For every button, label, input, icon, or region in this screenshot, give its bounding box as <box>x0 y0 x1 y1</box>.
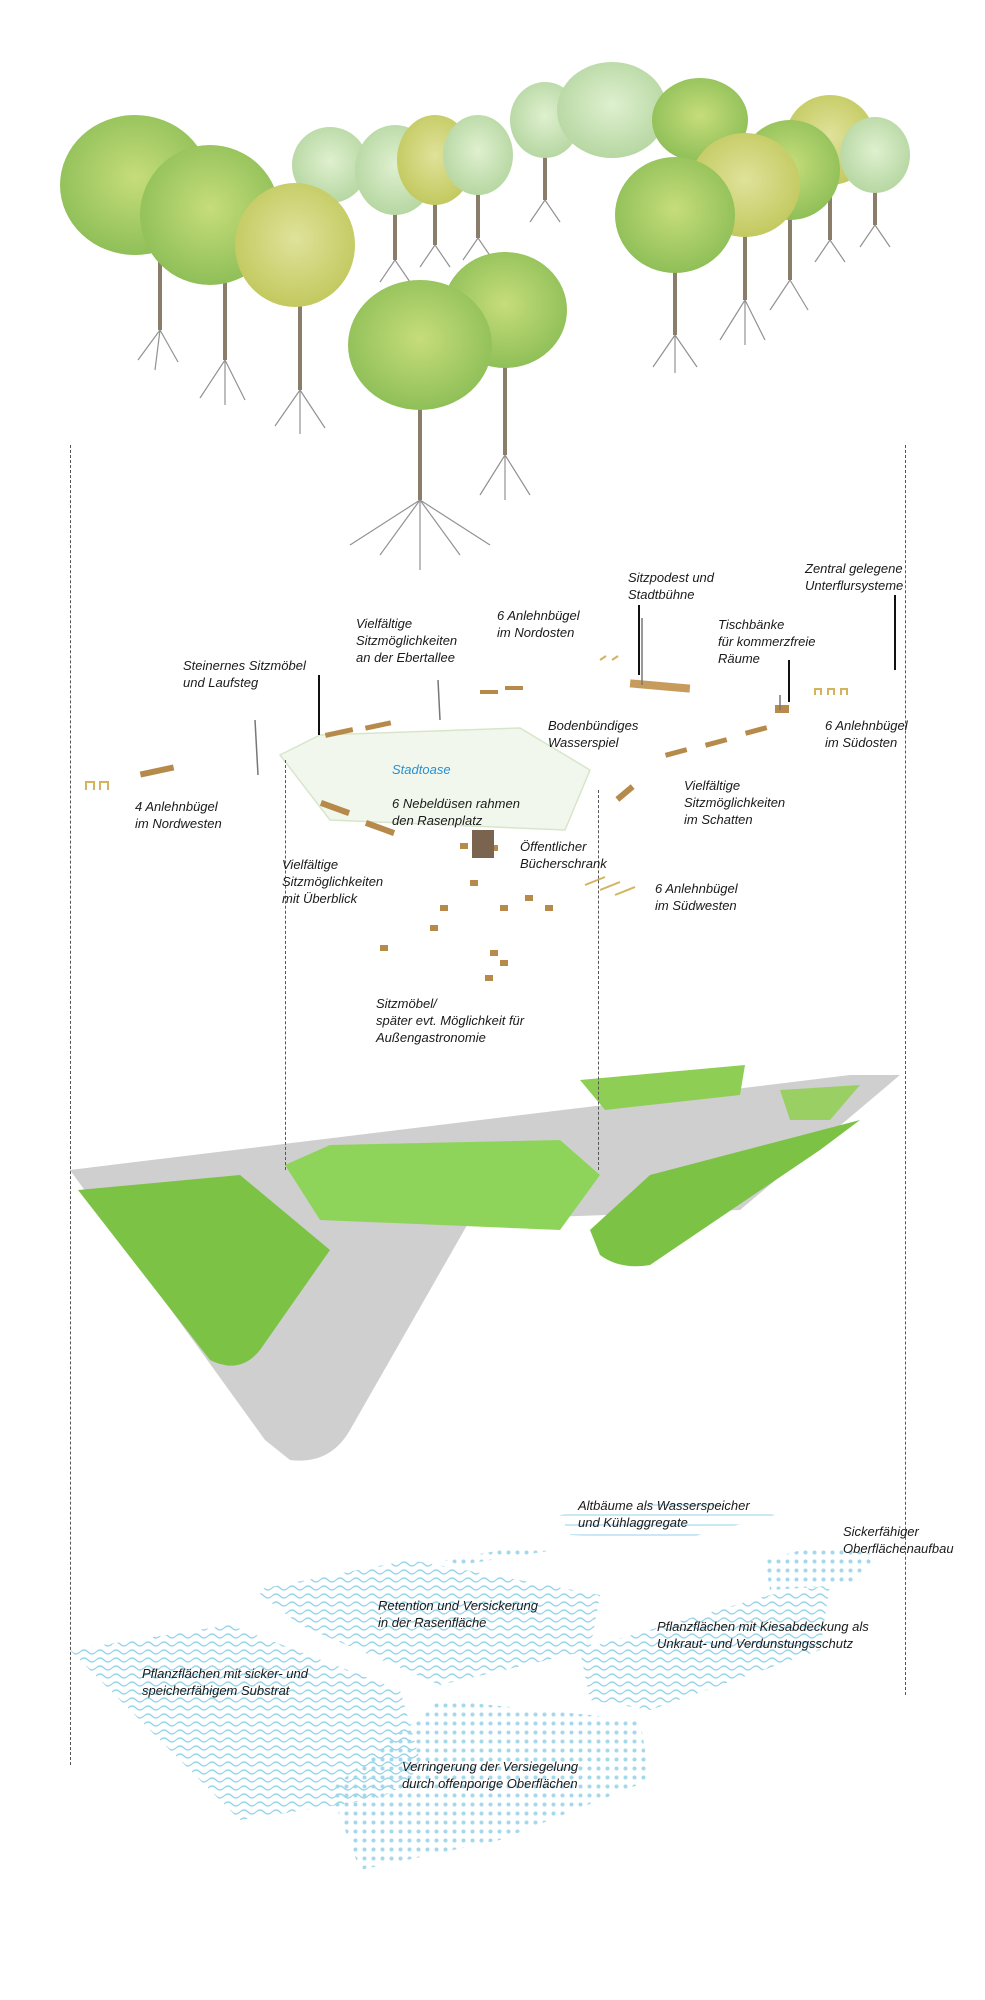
label-anlehn-suedosten: 6 Anlehnbügel im Südosten <box>825 718 908 750</box>
label-sitzpodest: Sitzpodest und Stadtbühne <box>628 570 715 602</box>
water-retention-lawn <box>255 1560 600 1685</box>
bike-racks <box>85 655 848 896</box>
label-buecherschrank: Öffentlicher Bücherschrank <box>520 839 607 871</box>
label-retention: Retention und Versickerung in der Rasenf… <box>378 1598 538 1630</box>
water-planting-substrate <box>70 1625 420 1820</box>
label-stadtoase-title: Stadtoase <box>392 762 451 777</box>
guide-left <box>70 445 71 1765</box>
water-layer <box>70 1500 880 1870</box>
label-vielfaeltig-schatten: Vielfältige Sitzmöglichkeiten im Schatte… <box>684 778 786 827</box>
label-anlehn-nordwesten: 4 Anlehnbügel im Nordwesten <box>135 799 222 831</box>
planting-northeast <box>580 1065 745 1110</box>
lamp-posts <box>254 618 781 776</box>
leader-tischbaenke <box>788 660 790 702</box>
label-anlehn-nordosten: 6 Anlehnbügel im Nordosten <box>497 608 580 640</box>
tree-layer <box>60 62 910 570</box>
label-vielfaeltig-ebertallee: Vielfältige Sitzmöglichkeiten an der Ebe… <box>356 616 458 665</box>
water-sickerfaehig <box>765 1545 880 1590</box>
stadtoase-lawn-outline <box>278 727 591 831</box>
planting-southeast <box>590 1120 860 1267</box>
buecherschrank-object <box>472 830 494 858</box>
label-unterflursysteme: Zentral gelegene Unterflursysteme <box>805 561 904 593</box>
water-kies <box>580 1585 830 1710</box>
guide-lawn-right <box>598 790 599 1170</box>
water-strip <box>445 1545 555 1565</box>
label-vielfaeltig-ueberblick: Vielfältige Sitzmöglichkeiten mit Überbl… <box>282 857 384 906</box>
ground-plan-layer <box>70 1065 900 1461</box>
label-pflanz-substrat: Pflanzflächen mit sicker- und speicherfä… <box>142 1666 308 1698</box>
label-altbaeume: Altbäume als Wasserspeicher und Kühlaggr… <box>578 1498 750 1530</box>
label-bodenbuendig: Bodenbündiges Wasserspiel <box>548 718 639 750</box>
lawn-area <box>285 1140 600 1230</box>
planting-northwest <box>78 1175 330 1366</box>
label-stadtoase: Stadtoase 6 Nebeldüsen rahmen den Rasenp… <box>392 744 520 829</box>
furniture-layer <box>85 618 848 981</box>
water-altbaeume <box>560 1500 775 1540</box>
label-versiegelung: Verringerung der Versiegelung durch offe… <box>402 1759 579 1791</box>
water-offenporig <box>330 1700 650 1870</box>
leader-unterflur <box>894 595 896 670</box>
label-tischbaenke: Tischbänke für kommerzfreie Räume <box>718 617 816 666</box>
guide-lawn-left <box>285 760 286 1170</box>
label-sitzmoebel: Sitzmöbel/ später evt. Möglichkeit für A… <box>376 996 525 1045</box>
planting-east <box>780 1085 860 1120</box>
label-sickerfaehig: Sickerfähiger Oberflächenaufbau <box>843 1524 954 1556</box>
guide-right <box>905 445 906 1695</box>
tree-canopies <box>60 62 910 410</box>
label-steinernes: Steinernes Sitzmöbel und Laufsteg <box>183 658 306 690</box>
label-stadtoase-text: 6 Nebeldüsen rahmen den Rasenplatz <box>392 796 520 828</box>
label-anlehn-suedwesten: 6 Anlehnbügel im Südwesten <box>655 881 738 913</box>
benches <box>139 679 789 981</box>
leader-steinernes <box>318 675 320 735</box>
leader-sitzpodest <box>638 605 640 675</box>
label-pflanz-kies: Pflanzflächen mit Kiesabdeckung als Unkr… <box>657 1619 869 1651</box>
tree-roots <box>137 199 891 570</box>
